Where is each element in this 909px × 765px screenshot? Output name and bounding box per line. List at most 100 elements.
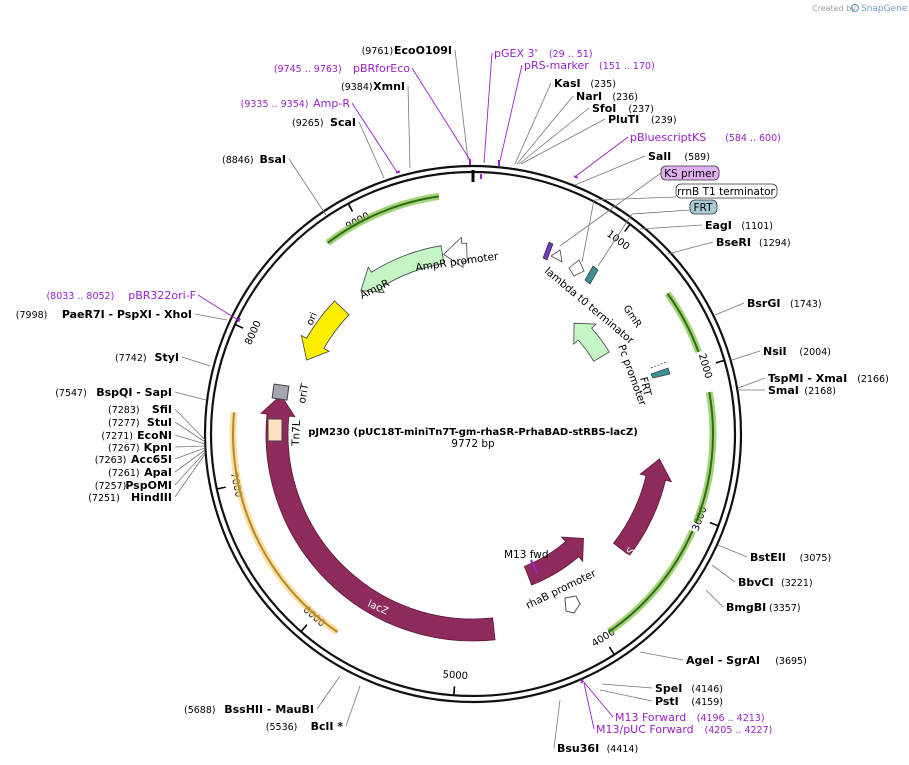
site-name-left-13[interactable]: PspOMI: [125, 479, 172, 492]
site-name-left-0[interactable]: EcoO109I: [394, 44, 452, 57]
primer-pos-5: (8033 .. 8052): [46, 291, 114, 302]
site-name-left-16[interactable]: BclI *: [311, 720, 344, 733]
site-leader-left-11: [174, 447, 206, 460]
primer-name-2[interactable]: pBRforEco: [353, 62, 410, 75]
site-name-right-10[interactable]: SmaI: [768, 384, 799, 397]
rhab-promoter-feature[interactable]: [564, 595, 581, 614]
site-pos-left-3: (8846): [222, 155, 254, 166]
site-leader-left-0: [454, 49, 469, 161]
primer-name-0[interactable]: pGEX 3': [494, 47, 538, 60]
site-name-right-5[interactable]: EagI: [705, 219, 732, 232]
primer-name-5[interactable]: pBR322ori-F: [128, 289, 196, 302]
ampr-feature[interactable]: [360, 245, 445, 294]
site-leader-left-16: [345, 685, 361, 727]
site-name-right-17[interactable]: Bsu36I: [557, 742, 599, 755]
site-leader-right-1: [516, 95, 574, 165]
site-name-right-0[interactable]: KasI: [554, 77, 581, 90]
site-leader-right-13: [705, 589, 724, 608]
site-name-left-5[interactable]: StyI: [155, 351, 179, 364]
site-name-right-15[interactable]: SpeI: [655, 682, 682, 695]
pc-promoter-feature[interactable]: [650, 361, 667, 369]
primer-name-4[interactable]: pBluescriptKS: [630, 131, 706, 144]
site-leader-right-7: [714, 302, 745, 316]
primer-leader-7: [583, 682, 595, 730]
primer-leader-0: [483, 52, 493, 164]
primer-name-6[interactable]: M13 Forward: [615, 711, 686, 724]
site-name-right-3[interactable]: PluTI: [608, 113, 639, 126]
primer-name-1[interactable]: pRS-marker: [524, 59, 589, 72]
site-leader-left-12: [174, 449, 206, 473]
site-name-left-11[interactable]: Acc65I: [131, 453, 172, 466]
site-pos-left-13: (7257): [95, 481, 127, 492]
site-pos-right-5: (1101): [741, 221, 773, 232]
rrnb-leader-1: [593, 196, 677, 201]
tn7l-label: Tn7L: [290, 420, 303, 447]
site-name-right-12[interactable]: BbvCI: [738, 576, 774, 589]
site-name-left-10[interactable]: KpnI: [144, 441, 172, 454]
site-pos-right-8: (2004): [799, 347, 831, 358]
site-name-right-16[interactable]: PstI: [655, 695, 679, 708]
site-name-left-4[interactable]: PaeR7I - PspXI - XhoI: [62, 308, 192, 321]
rrnb-terminator-feature[interactable]: [550, 249, 563, 263]
site-leader-right-3: [520, 118, 606, 165]
site-leader-left-13: [174, 451, 206, 486]
frt-feature-top[interactable]: [584, 265, 599, 285]
site-name-right-11[interactable]: BstEII: [750, 551, 786, 564]
site-name-right-8[interactable]: NsiI: [763, 345, 787, 358]
pbr322ori-primer-mark: [237, 317, 241, 323]
site-pos-right-1: (236): [612, 92, 638, 103]
site-name-right-7[interactable]: BsrGI: [747, 297, 780, 310]
pbluescriptks-primer-mark: [573, 175, 579, 179]
site-name-left-2[interactable]: ScaI: [330, 116, 356, 129]
site-name-right-13[interactable]: BmgBI: [726, 601, 766, 614]
ks-primer-label: KS primer: [664, 168, 716, 180]
site-leader-left-15: [316, 675, 341, 710]
site-name-right-14[interactable]: AgeI - SgrAI: [686, 654, 760, 667]
site-name-right-2[interactable]: SfoI: [592, 102, 616, 115]
site-name-left-1[interactable]: XmnI: [373, 80, 405, 93]
frt-feature-right[interactable]: [650, 367, 671, 379]
orit-label: oriT: [296, 382, 311, 404]
site-name-left-15[interactable]: BssHII - MauBI: [224, 703, 314, 716]
ks-primer-leader: [559, 172, 662, 247]
site-pos-right-0: (235): [590, 79, 616, 90]
site-name-right-4[interactable]: SalI: [648, 150, 671, 163]
primer-name-7[interactable]: M13/pUC Forward: [596, 723, 694, 736]
orit-feature[interactable]: [271, 383, 290, 401]
site-name-left-7[interactable]: SfiI: [152, 403, 172, 416]
rhas-feature[interactable]: [523, 536, 584, 586]
ori-feature[interactable]: [300, 300, 350, 361]
primer-leader-2: [411, 67, 471, 161]
site-name-left-6[interactable]: BspQI - SapI: [96, 386, 172, 399]
site-name-right-1[interactable]: NarI: [576, 90, 602, 103]
ampr-promoter-feature[interactable]: [443, 236, 468, 269]
lacz-feature[interactable]: [260, 394, 496, 642]
ks-primer-feature[interactable]: [542, 241, 554, 261]
tn7l-feature[interactable]: [267, 418, 283, 442]
primer-pos-4: (584 .. 600): [725, 133, 781, 144]
site-leader-right-4: [574, 155, 646, 186]
site-pos-left-15: (5688): [184, 705, 216, 716]
primer-pos-1: (151 .. 170): [599, 61, 655, 72]
orf-arc-top: [326, 195, 440, 244]
site-name-left-3[interactable]: BsaI: [260, 153, 286, 166]
primer-leader-3: [351, 102, 398, 173]
m13-forward-primer-mark: [580, 678, 584, 684]
site-name-left-9[interactable]: EcoNI: [137, 429, 172, 442]
site-name-right-6[interactable]: BseRI: [716, 236, 751, 249]
site-name-left-8[interactable]: StuI: [147, 416, 172, 429]
arc-orf-right2-glow: [692, 391, 717, 524]
lambda-terminator-feature[interactable]: [568, 259, 585, 277]
primer-name-3[interactable]: Amp-R: [313, 97, 350, 110]
site-leader-left-5: [181, 356, 211, 367]
backbone-outer: [203, 164, 743, 704]
arc-orf-right1-glow: [664, 291, 702, 354]
site-name-right-9[interactable]: TspMI - XmaI: [768, 372, 847, 385]
site-name-left-14[interactable]: HindIII: [131, 491, 172, 504]
gmr-feature[interactable]: [573, 322, 610, 362]
primer-leader-1: [499, 64, 523, 162]
credit-brand[interactable]: SnapGene: [861, 4, 908, 14]
site-name-left-12[interactable]: ApaI: [144, 466, 172, 479]
rhar-feature[interactable]: [613, 458, 673, 557]
